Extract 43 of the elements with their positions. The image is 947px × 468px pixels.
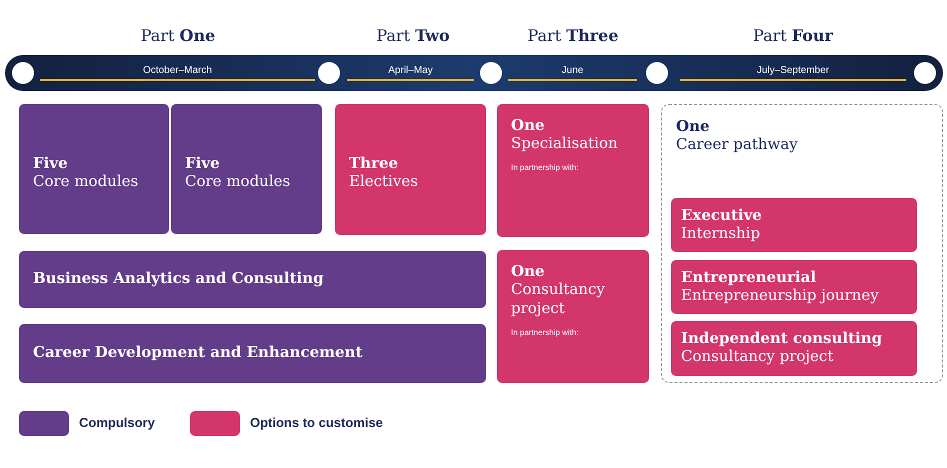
module-card: [19, 251, 486, 308]
card-heading: Independent consulting: [681, 329, 884, 347]
card-heading: Executive: [681, 206, 763, 224]
card-heading: One: [511, 262, 546, 280]
card-text: Core modules: [185, 172, 292, 191]
card-title: Career Development and Enhancement: [33, 343, 364, 361]
period-label: October–March: [40, 65, 315, 81]
part-heading: Part Two: [375, 26, 451, 45]
partner-note: In partnership with:: [511, 328, 580, 336]
pathway-panel: [661, 104, 943, 383]
card-heading: Three: [349, 154, 400, 172]
card-heading: Five: [33, 154, 69, 172]
period-label: April–May: [347, 65, 474, 81]
card-text: Entrepreneurship journey: [681, 286, 880, 305]
module-card: [19, 104, 169, 234]
legend-label: Options to customise: [250, 415, 383, 430]
period-label: July–September: [680, 65, 906, 81]
card-heading: One: [676, 117, 711, 135]
card-text: Electives: [349, 172, 419, 191]
partner-note: In partnership with:: [511, 162, 580, 172]
card-text: Consultancy project: [681, 347, 834, 366]
part-heading: Part One: [140, 26, 216, 45]
card-heading: Five: [185, 154, 221, 172]
part-heading: Part Four: [752, 26, 834, 45]
module-card: [171, 104, 322, 234]
card-text: Specialisation: [511, 134, 619, 153]
module-card: [335, 104, 486, 235]
module-card: [497, 104, 649, 237]
card-heading: Entrepreneurial: [681, 268, 818, 286]
period-label: June: [508, 65, 637, 81]
legend-label: Compulsory: [79, 415, 155, 430]
module-card: [671, 260, 917, 314]
card-text: Internship: [681, 224, 762, 243]
card-text: Core modules: [33, 172, 140, 191]
card-title: Business Analytics and Consulting: [33, 269, 325, 287]
part-heading: Part Three: [526, 26, 620, 45]
card-text: Consultancy project: [511, 280, 606, 318]
module-card: [19, 324, 486, 383]
card-heading: One: [511, 116, 546, 134]
module-card: [671, 198, 917, 252]
module-card: [671, 321, 917, 376]
card-text: Career pathway: [676, 135, 799, 154]
module-card: [497, 250, 649, 383]
